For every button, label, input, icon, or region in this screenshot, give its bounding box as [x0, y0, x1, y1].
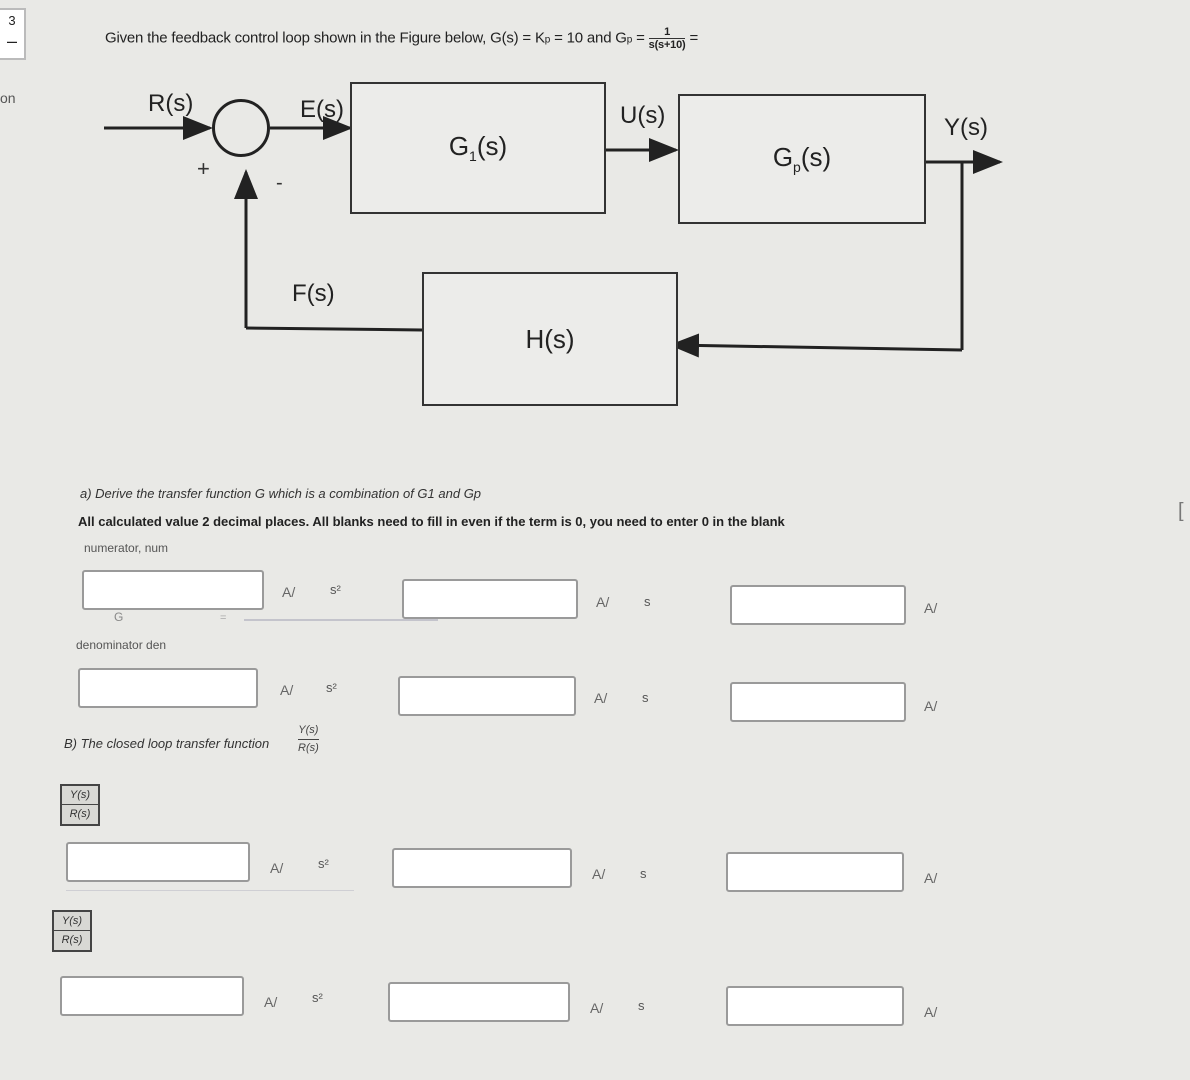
cl-denominator-const-input[interactable]	[726, 986, 904, 1026]
check-icon: A/	[280, 682, 294, 698]
check-icon: A/	[924, 1004, 938, 1020]
prompt-g1-expr: (s) = K	[501, 29, 545, 47]
cl-denominator-s2-input[interactable]	[60, 976, 244, 1016]
left-edge-text: on	[0, 90, 16, 106]
cl-numerator-const-input[interactable]	[726, 852, 904, 892]
term-s: s	[638, 998, 645, 1013]
feedback-block-label: H(s)	[525, 323, 575, 354]
term-s2: s²	[318, 856, 329, 871]
prompt-trail: =	[685, 29, 699, 47]
check-icon: A/	[924, 698, 938, 714]
question-badge-dash: –	[6, 31, 17, 51]
denominator-s-input[interactable]	[398, 676, 576, 716]
badge-top: Y(s)	[69, 789, 91, 801]
controller-block-label: G1(s)	[448, 131, 508, 165]
block-diagram-lines	[104, 116, 1003, 358]
controller-block: G1(s)	[350, 82, 606, 214]
junction-plus-sign: +	[197, 156, 210, 181]
term-s: s	[642, 690, 649, 705]
denominator-s2-input[interactable]	[78, 668, 258, 708]
gp-numerator: 1	[664, 26, 671, 38]
check-icon: A/	[924, 870, 938, 886]
part-b-question: B) The closed loop transfer function	[64, 736, 270, 751]
badge-top: Y(s)	[61, 915, 83, 927]
check-icon: A/	[270, 860, 284, 876]
gp-fraction: 1 s(s+10)	[648, 26, 686, 51]
prompt-gp-eq: =	[632, 29, 649, 47]
check-icon: A/	[924, 600, 938, 616]
question-number: 3	[8, 13, 16, 28]
signal-input-label: R(s)	[148, 90, 194, 117]
part-a-question: a) Derive the transfer function G which …	[80, 486, 482, 501]
cl-fraction-bar	[66, 890, 354, 891]
gp-denominator: s(s+10)	[648, 38, 686, 51]
numerator-const-input[interactable]	[730, 585, 906, 625]
check-icon: A/	[594, 690, 608, 706]
prompt-kp-value: = 10 and G	[554, 29, 627, 47]
plant-block-label: Gp(s)	[772, 142, 832, 176]
plant-block: Gp(s)	[678, 94, 926, 224]
signal-feedback-label: F(s)	[292, 280, 335, 307]
badge-bottom: R(s)	[54, 930, 90, 949]
part-b-frac-bottom: R(s)	[298, 739, 319, 757]
badge-bottom: R(s)	[62, 804, 98, 823]
term-s: s	[644, 594, 651, 609]
fraction-bar	[244, 619, 438, 621]
denominator-const-input[interactable]	[730, 682, 906, 722]
signal-output-label: Y(s)	[944, 114, 988, 141]
cl-numerator-s-input[interactable]	[392, 848, 572, 888]
signal-error-label: E(s)	[300, 96, 344, 123]
denominator-label: denominator den	[76, 638, 167, 652]
check-icon: A/	[596, 594, 610, 610]
question-prompt: Given the feedback control loop shown in…	[105, 26, 699, 51]
yr-numerator-badge: Y(s) R(s)	[60, 784, 100, 826]
signal-control-label: U(s)	[620, 102, 666, 129]
g-label: G	[114, 610, 124, 624]
term-s2: s²	[312, 990, 323, 1005]
yr-denominator-badge: Y(s) R(s)	[52, 910, 92, 952]
cl-denominator-s-input[interactable]	[388, 982, 570, 1022]
term-s2: s²	[330, 582, 341, 597]
numerator-s2-input[interactable]	[82, 570, 264, 610]
g-equals: =	[220, 612, 227, 624]
numerator-label: numerator, num	[84, 541, 169, 555]
part-b-frac-top: Y(s)	[298, 724, 319, 736]
part-a-instruction: All calculated value 2 decimal places. A…	[78, 514, 785, 529]
question-number-badge[interactable]: 3 –	[0, 8, 26, 60]
right-edge-mark: [	[1178, 500, 1184, 522]
summing-junction	[212, 99, 270, 157]
cl-numerator-s2-input[interactable]	[66, 842, 250, 882]
prompt-text: Given the feedback control loop shown in…	[105, 29, 502, 47]
check-icon: A/	[264, 994, 278, 1010]
check-icon: A/	[590, 1000, 604, 1016]
term-s: s	[640, 866, 647, 881]
check-icon: A/	[282, 584, 296, 600]
part-b-fraction: Y(s) R(s)	[298, 722, 319, 757]
feedback-block: H(s)	[422, 272, 678, 406]
junction-minus-sign: -	[276, 172, 283, 194]
numerator-s-input[interactable]	[402, 579, 578, 619]
check-icon: A/	[592, 866, 606, 882]
term-s2: s²	[326, 680, 337, 695]
